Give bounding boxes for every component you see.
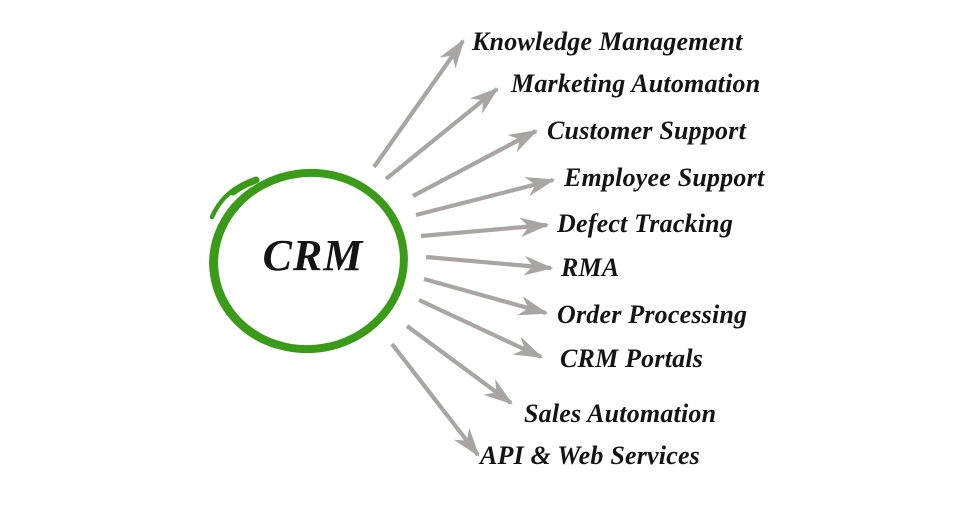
arrow-knowledge-management <box>372 38 465 169</box>
arrow-defect-tracking <box>420 217 550 239</box>
label-crm-portals: CRM Portals <box>560 344 704 373</box>
label-knowledge-management: Knowledge Management <box>472 27 743 56</box>
arrow-api-web-services <box>390 342 480 457</box>
label-order-processing: Order Processing <box>557 300 748 329</box>
arrow-employee-support <box>415 177 556 218</box>
circle-left-thick-stroke <box>209 168 409 354</box>
arrow-fan <box>372 38 556 457</box>
label-rma: RMA <box>561 253 620 282</box>
circle-brush-overlap <box>229 176 260 196</box>
crm-center-label: CRM <box>262 230 364 280</box>
arrow-crm-portals <box>418 298 544 359</box>
crm-circle <box>209 168 409 354</box>
label-customer-support: Customer Support <box>547 116 746 145</box>
arrow-customer-support <box>412 129 539 198</box>
arrow-marketing-automation <box>384 87 499 181</box>
arrow-sales-automation <box>405 324 513 405</box>
label-employee-support: Employee Support <box>564 163 765 192</box>
label-marketing-automation: Marketing Automation <box>511 69 761 98</box>
label-api-web-services: API & Web Services <box>480 441 701 470</box>
arrow-order-processing <box>423 276 549 316</box>
arrow-rma <box>425 254 554 276</box>
label-sales-automation: Sales Automation <box>524 399 717 428</box>
label-defect-tracking: Defect Tracking <box>557 209 734 238</box>
